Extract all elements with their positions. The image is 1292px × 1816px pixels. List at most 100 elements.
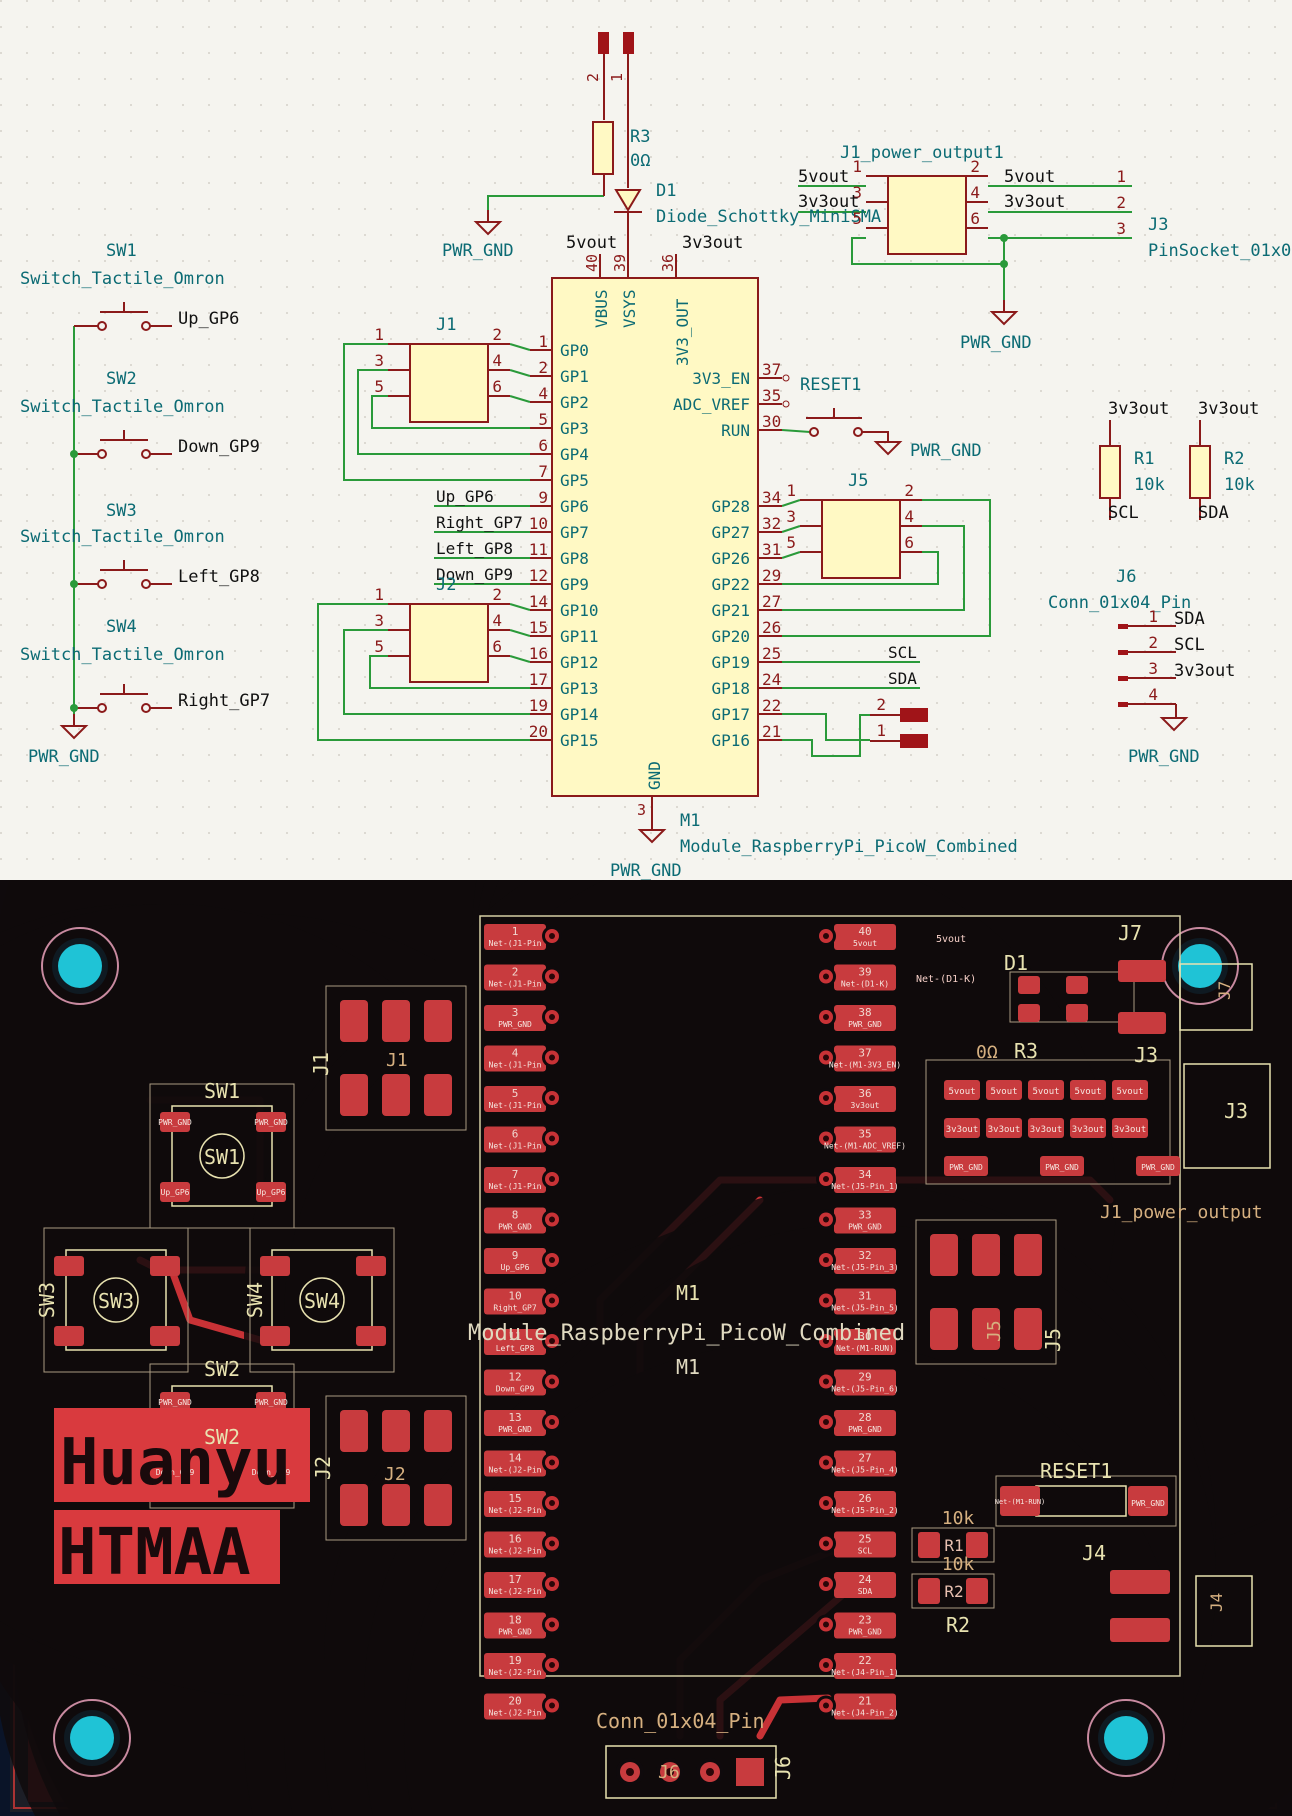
junction-dot xyxy=(1000,260,1008,268)
switch-value: Switch_Tactile_Omron xyxy=(20,397,225,417)
m1-left-pin-net: Net-(J1-Pin xyxy=(489,1182,542,1191)
m1-right-pin-net: PWR_GND xyxy=(848,1425,882,1434)
m1-right-pin-pad xyxy=(834,1693,896,1720)
sw1-pcb-courtyard xyxy=(149,1083,295,1229)
m1-left-pin-num: 9 xyxy=(512,1249,519,1262)
sw1-pcb-pad-net: PWR_GND xyxy=(158,1118,192,1127)
j2-pin-right: 6 xyxy=(492,637,502,656)
j1p-pin-left: 3 xyxy=(852,183,862,202)
j6-pin-stub xyxy=(1118,650,1128,655)
m1-left-pin-num: 2 xyxy=(512,966,519,979)
mount-hole-ring xyxy=(41,927,119,1005)
j1p-row1-pad xyxy=(944,1080,980,1100)
m1-right-pin-num: 21 xyxy=(858,1695,871,1708)
j2-body xyxy=(409,603,489,683)
m1-right-pin-drill-hole xyxy=(823,1459,829,1466)
r1-top-net: 3v3out xyxy=(1108,399,1169,419)
m1-right-pin-drill-hole xyxy=(823,1176,829,1182)
m1-right-pin-net: SCL xyxy=(858,1547,873,1556)
m1-left-pin-pad xyxy=(484,1572,546,1598)
mcu-body xyxy=(551,277,759,797)
m1-right-pin-net: Net-(D1-K) xyxy=(841,980,889,989)
m1-right-pin-net: Net-(M1-3V3_EN) xyxy=(829,1061,901,1070)
switch-value: Switch_Tactile_Omron xyxy=(20,527,225,547)
junction-dot xyxy=(70,704,78,712)
j1p-row3-pad xyxy=(1040,1156,1084,1176)
j2-pcb-pad xyxy=(424,1484,452,1526)
j5-pcb-courtyard xyxy=(915,1219,1057,1365)
mcu-left-pin-name: GP11 xyxy=(560,627,599,646)
mcu-left-pin-name: GP10 xyxy=(560,601,599,620)
mount-hole xyxy=(1104,1716,1148,1760)
sw4-pcb-outline xyxy=(271,1249,373,1351)
j3-ref: J3 xyxy=(1134,1043,1158,1067)
j6-net: SDA xyxy=(1174,609,1205,629)
d1-ref: D1 xyxy=(656,181,676,201)
m1-left-pin-net: Net-(J1-Pin xyxy=(489,939,542,948)
mcu-left-pin-num: 4 xyxy=(538,384,548,403)
mcu-vsys: VSYS xyxy=(620,289,639,328)
r2-value: 10k xyxy=(1224,475,1255,495)
m1-left-pin-pad xyxy=(484,924,546,950)
schematic-wires xyxy=(73,185,1132,757)
m1-left-pin-net: Left_GP8 xyxy=(496,1344,535,1353)
r3-pcb-value: 0Ω xyxy=(976,1042,998,1063)
m1-left-pin-pad xyxy=(484,1005,546,1031)
m1-left-pin-num: 4 xyxy=(512,1047,519,1060)
r3-body xyxy=(592,121,614,175)
r3-top-pad-2 xyxy=(598,32,609,54)
trace-j6-e xyxy=(756,1694,832,1740)
j1p-row3-net: PWR_GND xyxy=(949,1163,983,1172)
mcu-left-pin-num: 15 xyxy=(529,618,548,637)
mcu-left-pin-name: GP7 xyxy=(560,523,589,542)
m1-right-pin-num: 38 xyxy=(858,1006,871,1019)
j7-ref: J7 xyxy=(1118,921,1142,945)
switch-ref: SW1 xyxy=(106,241,137,261)
m1-left-pin-drill-hole xyxy=(549,1702,555,1709)
j1-pin-left: 1 xyxy=(374,325,384,344)
mcu-left-pin-name: GP14 xyxy=(560,705,599,724)
m1-left-pin-drill-hole xyxy=(549,1216,555,1223)
mcu-right-top-name: 3V3_EN xyxy=(692,369,750,388)
m1-left-pin-drill-hole xyxy=(549,1135,555,1142)
j2-pcb-pad xyxy=(340,1484,368,1526)
mcu-left-pin-name: GP8 xyxy=(560,549,589,568)
m1-right-pin-pad xyxy=(834,1329,896,1355)
mcu-right-pin-num: 26 xyxy=(762,618,781,637)
j2-wire-1 xyxy=(317,603,530,741)
m1-left-pin-net: PWR_GND xyxy=(498,1020,532,1029)
mcu-right-pin-name: GP22 xyxy=(711,575,750,594)
j1-wire-1 xyxy=(343,343,530,481)
r2-body xyxy=(1189,445,1211,499)
j5-wire-5 xyxy=(781,551,801,559)
m1-right-pin-num: 32 xyxy=(858,1249,871,1262)
m1-left-pin-net: Down_GP9 xyxy=(496,1385,535,1394)
pcb-view: 1Net-(J1-Pin2Net-(J1-Pin3PWR_GND4Net-(J1… xyxy=(0,880,1292,1816)
mcu-right-pin-name: GP17 xyxy=(711,705,750,724)
m1-left-pin-drill-hole xyxy=(549,1095,555,1101)
j1-pcb-silk: J1 xyxy=(386,1050,408,1071)
mcu-right-pin-name: GP20 xyxy=(711,627,750,646)
mcu-ref: M1 xyxy=(680,811,700,831)
sw4-pcb-courtyard xyxy=(249,1227,395,1373)
j1-wire-3 xyxy=(357,369,530,455)
m1-left-pin-num: 14 xyxy=(508,1452,522,1465)
m1-right-pin-pad xyxy=(834,1207,896,1234)
j7-pad-1 xyxy=(1118,960,1166,982)
reset-wire xyxy=(781,429,811,433)
pcb-parts xyxy=(41,915,1271,1799)
gnd-switch-label: PWR_GND xyxy=(28,747,100,767)
mcu-right-pin-name: GP16 xyxy=(711,731,750,750)
sw2-pcb-pad xyxy=(160,1392,190,1412)
j6-ref: J6 xyxy=(1116,567,1136,587)
r2-pcb-ref: R2 xyxy=(944,1582,963,1601)
j6-gnd-symbol xyxy=(1159,717,1189,732)
j1p-row2-net: 3v3out xyxy=(988,1125,1021,1135)
j6-pin1-hole xyxy=(626,1768,634,1776)
m1-right-pin-pad xyxy=(834,1612,896,1639)
brand-box-1 xyxy=(54,1408,310,1502)
j1-pcb-pad xyxy=(424,1000,452,1042)
j1p-row3-net: PWR_GND xyxy=(1141,1163,1175,1172)
switch-value: Switch_Tactile_Omron xyxy=(20,269,225,289)
j1-pcb-pad xyxy=(340,1074,368,1116)
